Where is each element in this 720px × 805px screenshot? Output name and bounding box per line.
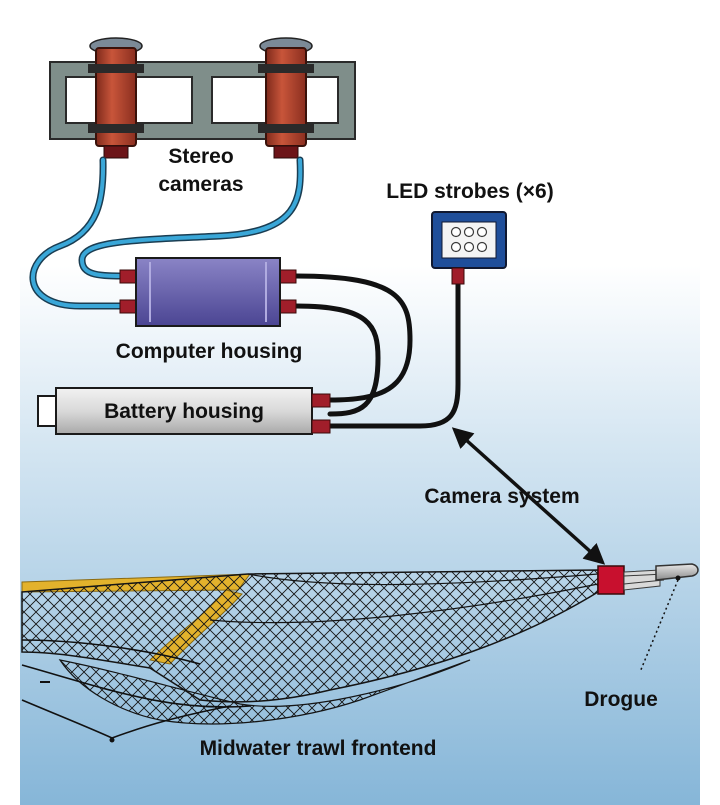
camera-cables	[29, 156, 304, 310]
label-led-strobes: LED strobes (×6)	[386, 180, 553, 203]
computer-housing	[119, 257, 297, 327]
label-battery-housing: Battery housing	[104, 400, 264, 423]
stereo-camera-left	[88, 37, 144, 159]
led-strobe-unit	[431, 211, 507, 285]
label-camera-system: Camera system	[424, 485, 579, 508]
power-cables	[293, 273, 461, 429]
label-stereo-cameras-line1: Stereo	[168, 145, 233, 168]
label-computer-housing: Computer housing	[116, 340, 303, 363]
midwater-trawl	[21, 569, 599, 743]
label-drogue: Drogue	[584, 688, 658, 711]
battery-housing	[37, 387, 331, 435]
label-midwater-trawl: Midwater trawl frontend	[200, 737, 437, 760]
drogue	[639, 563, 699, 673]
camera-system-arrow	[451, 427, 606, 565]
stereo-camera-right	[258, 37, 314, 159]
label-stereo-cameras-line2: cameras	[158, 173, 243, 196]
